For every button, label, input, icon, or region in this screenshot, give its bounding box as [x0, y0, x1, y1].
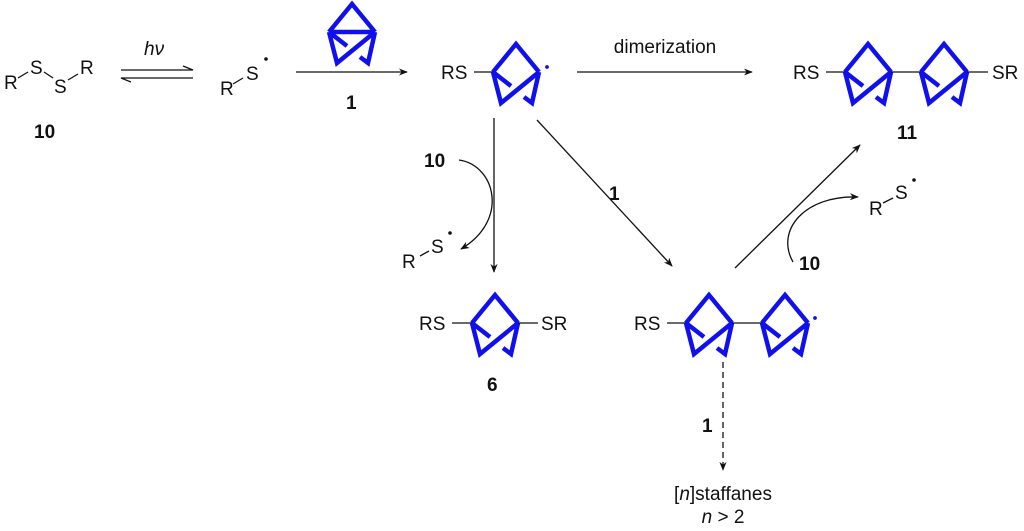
curved-arrow — [458, 159, 493, 250]
forward-half-arrow — [121, 65, 194, 71]
dimer-to-11-path: 10 R S — [734, 144, 916, 275]
atom-r: R — [220, 79, 234, 100]
reagent-label: 1 — [346, 93, 357, 114]
arrow — [734, 144, 861, 269]
rs-group: RS — [634, 314, 660, 335]
bcp-cage — [469, 291, 521, 358]
reagent-label: 10 — [424, 151, 445, 172]
condition-label: n > 2 — [702, 507, 745, 528]
cage-bonds — [469, 291, 521, 358]
cage-bonds — [842, 40, 894, 107]
atom-r: R — [80, 58, 94, 79]
reagent-label: 1 — [609, 184, 620, 205]
cage-bonds — [918, 40, 970, 107]
product-6: RS SR 6 — [419, 291, 567, 396]
atom-r: R — [402, 252, 416, 273]
oligomer-path: 1 [n]staffanes n > 2 — [674, 362, 772, 528]
reverse-half-arrow — [120, 77, 193, 83]
bcp-radical: RS — [441, 40, 549, 107]
radical-dot — [448, 231, 452, 235]
atom-s: S — [30, 58, 43, 79]
bcp-cage — [842, 40, 894, 107]
dimerization-arrow: dimerization — [577, 37, 753, 76]
compound-label: 10 — [34, 122, 55, 143]
bond — [419, 250, 430, 257]
diagonal-arrow: 1 — [536, 119, 673, 267]
bcp-cage — [918, 40, 970, 107]
cage-bonds — [326, 0, 378, 67]
atom-s: S — [54, 77, 67, 98]
bcp-cage — [759, 291, 811, 358]
reagent-label: 10 — [799, 254, 820, 275]
bond — [17, 71, 29, 79]
compound-label: 6 — [487, 375, 498, 396]
thiyl-radical: R S — [220, 57, 268, 100]
bcp-cage — [683, 291, 735, 358]
dimerization-label: dimerization — [614, 37, 716, 58]
radical-dot — [545, 65, 549, 69]
reagent-label: 1 — [702, 416, 713, 437]
hv-label: hν — [144, 39, 165, 60]
product-11: RS SR 11 — [793, 40, 1018, 144]
sr-group: SR — [541, 314, 567, 335]
sr-group: SR — [992, 63, 1018, 84]
bond — [43, 71, 54, 79]
bond — [67, 73, 79, 81]
rs-group: RS — [419, 314, 445, 335]
compound-label: 11 — [897, 123, 918, 144]
equilibrium-arrows: hν — [120, 39, 194, 83]
staffanes-label: [n]staffanes — [674, 484, 772, 505]
radical-dot — [813, 316, 817, 320]
cage-bonds — [490, 40, 542, 107]
atom-r: R — [869, 199, 883, 220]
bcp-cage — [490, 40, 542, 107]
bond — [882, 197, 894, 204]
atom-s: S — [431, 237, 444, 258]
dimer-radical: RS — [634, 291, 817, 358]
propellane-1-structure — [326, 0, 378, 67]
rs-group: RS — [793, 63, 819, 84]
curved-arrow — [787, 193, 859, 263]
atom-s: S — [246, 64, 259, 85]
addition-arrow: 1 — [296, 0, 408, 114]
radical-dot — [264, 57, 268, 61]
bond — [232, 77, 244, 85]
down-path: 10 R S — [402, 118, 498, 273]
cage-bonds — [759, 291, 811, 358]
atom-r: R — [4, 73, 18, 94]
cage-bonds — [683, 291, 735, 358]
rs-group: RS — [441, 63, 467, 84]
radical-dot — [912, 178, 916, 182]
disulfide-10: R S S R 10 — [4, 58, 94, 143]
atom-s: S — [895, 183, 908, 204]
arrow — [536, 119, 673, 267]
